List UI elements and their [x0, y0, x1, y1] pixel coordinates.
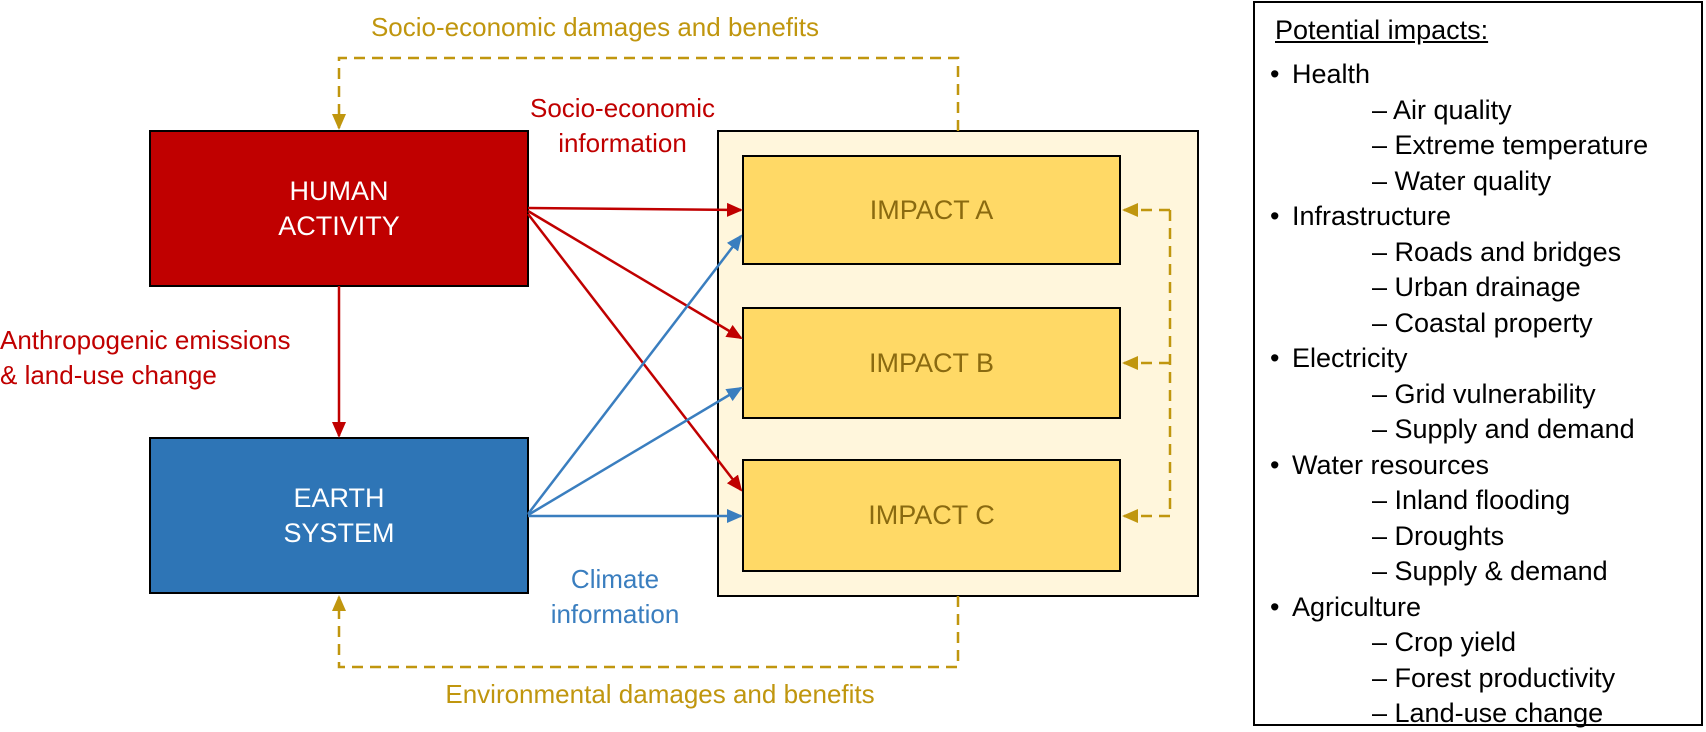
earth-to-impact-a-arrow [527, 234, 743, 515]
legend-category: •Agriculture [1270, 591, 1422, 622]
human-activity-label: HUMAN ACTIVITY [278, 175, 400, 241]
impact-c-box [742, 459, 1121, 572]
top-feedback-arrow [332, 56, 960, 131]
impact-a-label: IMPACT A [869, 194, 994, 225]
legend-item: – Forest productivity [1372, 662, 1616, 693]
legend-item: – Roads and bridges [1372, 236, 1622, 267]
legend-category-name: Electricity [1292, 343, 1408, 373]
human-activity-box [149, 130, 529, 287]
legend-category: •Health [1270, 59, 1371, 89]
emissions-label: Anthropogenic emissions & land-use chang… [0, 325, 291, 390]
legend-item: – Crop yield [1372, 627, 1517, 657]
bottom-feedback-arrow [332, 595, 960, 669]
earth-to-impact-b-arrow [527, 386, 743, 517]
legend-item: – Grid vulnerability [1372, 378, 1596, 409]
bottom-feedback-label: Environmental damages and benefits [445, 679, 875, 709]
human-to-impact-c-arrow [527, 213, 743, 492]
legend-item: – Inland flooding [1372, 485, 1571, 515]
potential-impacts-legend: Potential impacts: •Health – Air quality… [1253, 1, 1703, 728]
legend-item: – Urban drainage [1372, 272, 1581, 302]
legend-category: •Water resources [1270, 449, 1490, 480]
top-feedback-label: Socio-economic damages and benefits [370, 12, 820, 42]
legend-item: – Land-use change [1372, 698, 1604, 728]
impact-c-label: IMPACT C [868, 500, 995, 530]
impact-b-box [742, 307, 1121, 419]
legend-item: – Supply and demand [1372, 414, 1635, 444]
legend-category-name: Agriculture [1292, 591, 1422, 622]
human-to-impact-b-arrow [527, 209, 743, 340]
legend-category: •Infrastructure [1270, 201, 1452, 231]
legend-list: •Health – Air quality – Extreme temperat… [1270, 57, 1648, 732]
legend-category-name: Water resources [1292, 449, 1490, 480]
legend-category-name: Infrastructure [1292, 201, 1452, 231]
legend-category-name: Health [1292, 59, 1371, 89]
legend-item: – Air quality [1372, 94, 1512, 125]
legend-item: – Droughts [1372, 520, 1505, 551]
human-to-impact-a-arrow [527, 202, 743, 217]
socio-economic-info-label: Socio-economic information [530, 93, 715, 158]
legend-category: •Electricity [1270, 343, 1408, 373]
legend-item: – Water quality [1372, 165, 1552, 196]
legend-item: – Coastal property [1372, 307, 1593, 338]
legend-item: – Extreme temperature [1372, 130, 1649, 160]
earth-system-label: EARTH SYSTEM [283, 482, 395, 548]
impact-a-box [742, 155, 1121, 265]
legend-item: – Supply & demand [1372, 556, 1608, 586]
legend-title: Potential impacts: [1275, 15, 1489, 45]
impact-b-label: IMPACT B [868, 347, 995, 378]
earth-system-box [149, 437, 529, 594]
climate-info-label: Climate information [550, 564, 680, 629]
